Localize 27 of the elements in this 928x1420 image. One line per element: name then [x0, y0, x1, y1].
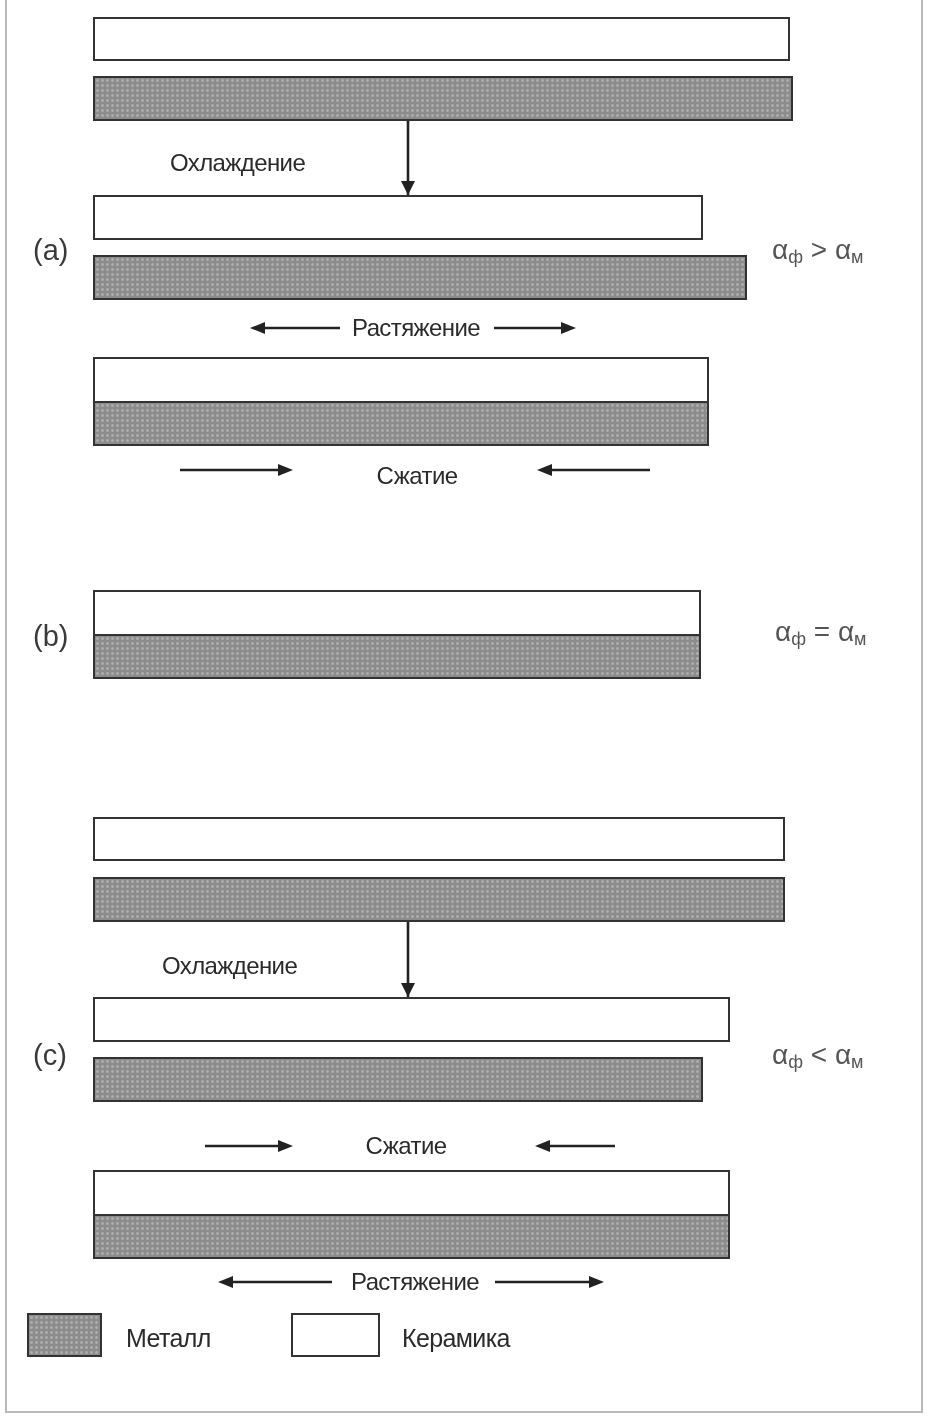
force-label: Растяжение — [351, 1270, 479, 1294]
metal-layer — [93, 1214, 730, 1259]
legend-label: Металл — [126, 1325, 211, 1351]
ceramic-layer — [93, 590, 701, 636]
metal-layer — [93, 255, 747, 300]
force-label: Сжатие — [376, 464, 458, 488]
edge-label: Охлаждение — [170, 151, 306, 175]
force-label: Сжатие — [365, 1134, 447, 1158]
metal-layer — [93, 877, 785, 922]
panel-label: (b) — [33, 621, 69, 651]
edge-label: Охлаждение — [162, 954, 298, 978]
ceramic-layer — [93, 195, 703, 240]
force-label: Растяжение — [352, 316, 480, 340]
ceramic-layer — [93, 1170, 730, 1216]
ceramic-layer — [93, 817, 785, 861]
ceramic-layer — [93, 17, 790, 61]
metal-layer — [93, 634, 701, 679]
panel-label: (a) — [33, 235, 69, 265]
legend-label: Керамика — [402, 1325, 510, 1351]
metal-layer — [93, 76, 793, 121]
arrow — [401, 121, 415, 195]
arrow — [401, 922, 415, 997]
panel-label: (c) — [33, 1040, 67, 1070]
ceramic-layer — [93, 997, 730, 1042]
metal-layer — [93, 401, 709, 446]
metal-layer — [93, 1057, 703, 1102]
ceramic-layer — [93, 357, 709, 403]
